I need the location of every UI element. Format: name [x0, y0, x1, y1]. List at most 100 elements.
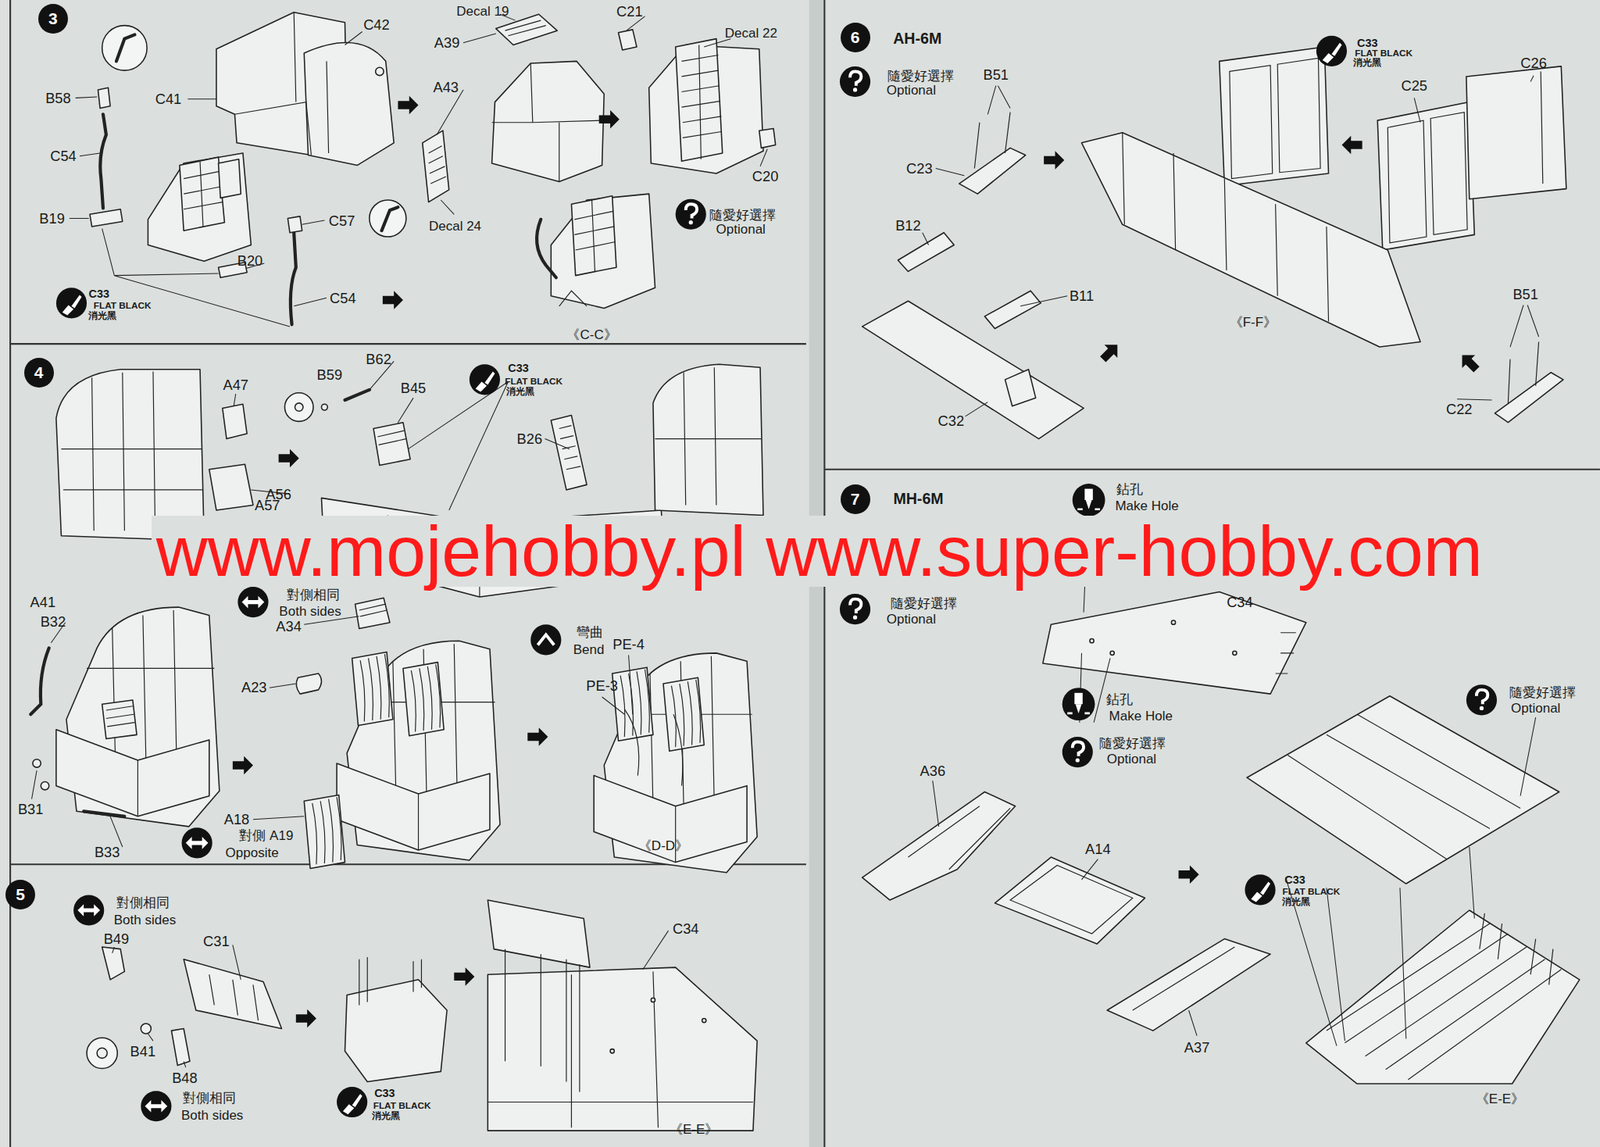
step-number: 7 — [840, 484, 871, 515]
cockpit-part — [550, 193, 655, 308]
paint-note: 消光黑 — [1282, 896, 1311, 908]
paint-note: FLAT BLACK — [504, 376, 563, 388]
symbol-icon — [140, 1090, 172, 1122]
frame-part — [86, 900, 758, 1131]
step-number: 3 — [38, 3, 68, 34]
symbol-icon — [232, 756, 254, 775]
cabin-part — [296, 673, 322, 694]
paint-code: C33 — [507, 361, 529, 375]
floor-part — [959, 147, 1026, 194]
view-label: 《E-E》 — [1475, 1091, 1525, 1108]
cockpit-part — [492, 60, 605, 182]
cabin-part — [403, 662, 444, 736]
floor-part — [1132, 946, 1236, 1011]
step-number-text: 6 — [850, 28, 861, 47]
cockpit-part — [496, 14, 558, 45]
cockpit-part — [97, 87, 111, 108]
cabin-part — [355, 597, 390, 629]
frame-part — [345, 979, 448, 1083]
cabin-part — [209, 464, 254, 511]
cockpit-part — [759, 128, 776, 149]
part-label: Decal 24 — [428, 218, 482, 235]
cabin-part — [593, 653, 758, 873]
leader-line — [922, 75, 1540, 417]
part-label: C20 — [752, 167, 779, 185]
cockpit-part — [287, 216, 302, 233]
part-label: A36 — [920, 762, 947, 779]
note-text: Both sides — [114, 912, 176, 929]
paint-note: 消光黑 — [88, 310, 117, 322]
paint-note: 消光黑 — [506, 386, 535, 398]
symbol-icon — [1178, 865, 1200, 885]
note-text: 隨愛好選擇 — [890, 596, 958, 612]
floor-part — [1232, 650, 1237, 655]
step-number-text: 5 — [15, 885, 25, 904]
note-text: Both sides — [181, 1107, 243, 1124]
floor-part — [1122, 132, 1329, 322]
floor-part — [1171, 620, 1175, 625]
cockpit-part — [492, 63, 603, 183]
part-label: B19 — [39, 210, 65, 227]
part-label: A23 — [241, 678, 268, 696]
cockpit-part — [89, 12, 776, 325]
note-text: 隨愛好選擇 — [1099, 735, 1166, 752]
cabin-part — [284, 392, 314, 422]
view-label: 《F-F》 — [1229, 314, 1277, 331]
floor-part — [862, 791, 1016, 900]
part-label: C54 — [50, 147, 77, 165]
symbol-icon — [56, 96, 707, 319]
cockpit-part — [179, 157, 225, 231]
part-label: C26 — [1520, 54, 1547, 72]
part-label: B32 — [40, 613, 67, 630]
symbol-icon — [382, 290, 404, 310]
cabin-part — [83, 810, 125, 817]
step-number: 4 — [24, 357, 54, 388]
frame-part — [487, 971, 754, 1128]
floor-part — [1507, 342, 1539, 404]
cockpit-part — [681, 44, 722, 159]
step-number: 6 — [840, 22, 871, 53]
cabin-part — [345, 389, 370, 400]
symbol-icon — [182, 827, 213, 858]
floor-part — [1326, 846, 1475, 1041]
symbol-icon — [839, 66, 871, 97]
floor-part — [1005, 369, 1036, 407]
paint-code: C33 — [374, 1086, 395, 1100]
cockpit-part — [183, 160, 223, 227]
floor-part — [1326, 923, 1561, 1080]
part-label: B45 — [400, 379, 427, 397]
cabin-part — [321, 403, 328, 411]
cabin-part — [655, 367, 762, 505]
step-number: 5 — [5, 879, 36, 910]
floor-part — [1246, 696, 1560, 884]
leader-line — [932, 517, 1536, 1046]
cabin-part — [102, 700, 137, 740]
paint-note: FLAT BLACK — [1282, 886, 1340, 898]
symbol-icon — [469, 364, 500, 395]
cockpit-part — [369, 200, 407, 237]
symbol-icon — [530, 624, 561, 655]
note-text: 對側 A19 — [239, 828, 293, 844]
note-text: 鉆孔 — [1116, 482, 1143, 498]
part-label: A57 — [254, 496, 281, 514]
part-label: A43 — [433, 78, 460, 96]
leader-line — [32, 360, 633, 847]
symbol-icon — [397, 96, 418, 115]
part-label: C25 — [1401, 77, 1429, 94]
leader-line — [102, 228, 290, 327]
note-text: 對側相同 — [286, 587, 340, 604]
cabin-part — [32, 759, 41, 768]
cabin-part — [612, 667, 654, 741]
note-text: 對側相同 — [116, 895, 170, 911]
symbol-icon — [527, 727, 548, 747]
cockpit-part — [116, 34, 136, 61]
cabin-part — [663, 677, 704, 751]
part-label: C34 — [1226, 593, 1254, 611]
floor-part — [1275, 632, 1297, 674]
leader-line — [112, 930, 669, 1068]
symbol-icon — [675, 199, 707, 230]
floor-part — [1110, 650, 1115, 655]
part-label: C54 — [329, 289, 357, 307]
part-label: C32 — [938, 412, 965, 429]
